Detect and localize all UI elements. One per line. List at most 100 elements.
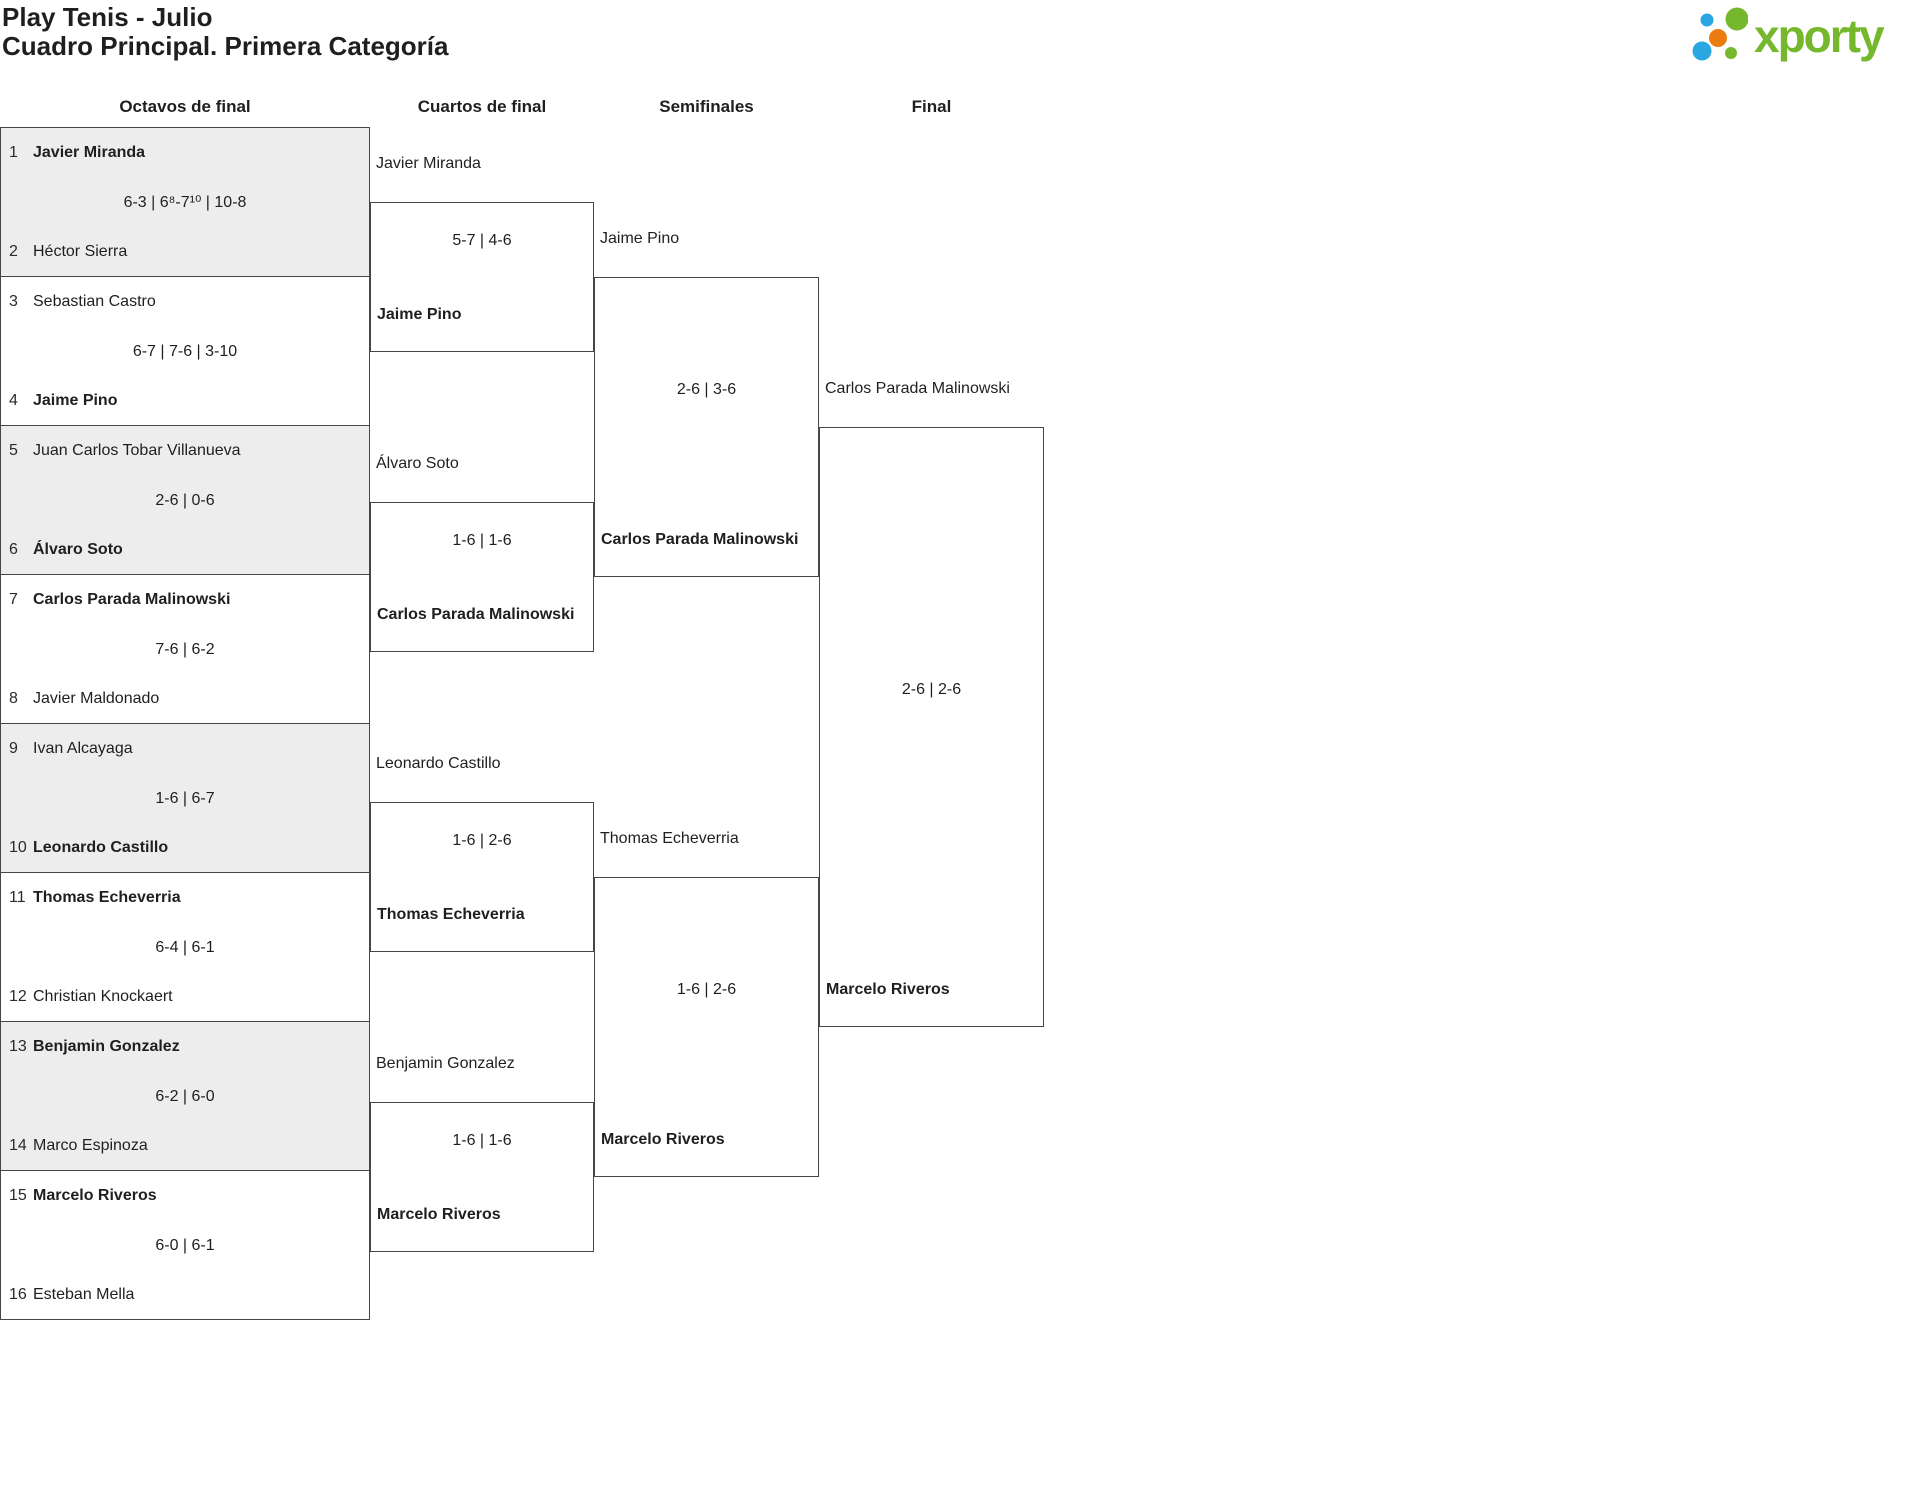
match-score: 6-4 | 6-1 bbox=[155, 938, 215, 956]
player-row: 12 Christian Knockaert bbox=[9, 988, 361, 1006]
seed-number: 12 bbox=[9, 988, 27, 1005]
player-row: 4 Jaime Pino bbox=[9, 392, 361, 410]
player-name: Marcelo Riveros bbox=[33, 1187, 157, 1204]
seed-number: 1 bbox=[9, 144, 18, 161]
match-score: 1-6 | 2-6 bbox=[452, 832, 512, 849]
logo-mark-icon bbox=[1692, 7, 1748, 61]
player-name: Ivan Alcayaga bbox=[33, 740, 133, 757]
r16-match-1: 1 Javier Miranda 6-3 | 6⁸-7¹⁰ | 10-8 2 H… bbox=[0, 127, 370, 277]
match-score: 6-0 | 6-1 bbox=[155, 1236, 215, 1254]
player-name: Sebastian Castro bbox=[33, 293, 156, 310]
seed-number: 14 bbox=[9, 1137, 27, 1154]
r16-match-3: 5 Juan Carlos Tobar Villanueva 2-6 | 0-6… bbox=[0, 425, 370, 575]
seed-number: 16 bbox=[9, 1286, 27, 1303]
seed-number: 13 bbox=[9, 1038, 27, 1055]
seed-number: 5 bbox=[9, 442, 18, 459]
sf-match-1: 2-6 | 3-6 Carlos Parada Malinowski bbox=[594, 277, 819, 577]
match-winner-name: Marcelo Riveros bbox=[377, 1206, 501, 1223]
match-winner-name: Thomas Echeverria bbox=[377, 906, 525, 923]
player-row: 11 Thomas Echeverria bbox=[9, 889, 361, 907]
player-name: Juan Carlos Tobar Villanueva bbox=[33, 442, 241, 459]
r16-match-2: 3 Sebastian Castro 6-7 | 7-6 | 3-10 4 Ja… bbox=[0, 276, 370, 426]
sf-feed-label: Thomas Echeverria bbox=[600, 830, 739, 847]
player-row: 1 Javier Miranda bbox=[9, 144, 361, 162]
match-score: 2-6 | 2-6 bbox=[901, 681, 962, 698]
player-row: 8 Javier Maldonado bbox=[9, 690, 361, 708]
seed-number: 9 bbox=[9, 740, 18, 757]
player-row: 14 Marco Espinoza bbox=[9, 1137, 361, 1155]
seed-number: 3 bbox=[9, 293, 18, 310]
player-name: Christian Knockaert bbox=[33, 988, 173, 1005]
match-score: 1-6 | 1-6 bbox=[452, 1132, 512, 1149]
xporty-logo: xporty bbox=[1686, 2, 1918, 72]
qf-feed-label: Álvaro Soto bbox=[376, 455, 459, 472]
match-score: 2-6 | 0-6 bbox=[155, 491, 215, 509]
match-winner-name: Jaime Pino bbox=[377, 306, 462, 323]
logo-wordmark: xporty bbox=[1754, 10, 1885, 62]
match-winner-name: Carlos Parada Malinowski bbox=[377, 606, 575, 623]
final-match: 2-6 | 2-6 Marcelo Riveros bbox=[819, 427, 1044, 1027]
player-row: 13 Benjamin Gonzalez bbox=[9, 1038, 361, 1056]
qf-match-4: 1-6 | 1-6 Marcelo Riveros bbox=[370, 1102, 594, 1252]
qf-match-3: 1-6 | 2-6 Thomas Echeverria bbox=[370, 802, 594, 952]
seed-number: 2 bbox=[9, 243, 18, 260]
qf-match-2: 1-6 | 1-6 Carlos Parada Malinowski bbox=[370, 502, 594, 652]
player-name: Leonardo Castillo bbox=[33, 839, 169, 856]
round-of-16-column: 1 Javier Miranda 6-3 | 6⁸-7¹⁰ | 10-8 2 H… bbox=[0, 127, 370, 1320]
match-score: 1-6 | 2-6 bbox=[676, 981, 737, 998]
match-score: 6-2 | 6-0 bbox=[155, 1087, 215, 1105]
player-row: 2 Héctor Sierra bbox=[9, 243, 361, 261]
r16-match-8: 15 Marcelo Riveros 6-0 | 6-1 16 Esteban … bbox=[0, 1170, 370, 1320]
seed-number: 4 bbox=[9, 392, 18, 409]
player-name: Esteban Mella bbox=[33, 1286, 135, 1303]
sf-feed-label: Jaime Pino bbox=[600, 230, 680, 247]
r16-match-5: 9 Ivan Alcayaga 1-6 | 6-7 10 Leonardo Ca… bbox=[0, 723, 370, 873]
player-name: Héctor Sierra bbox=[33, 243, 128, 260]
round-header-semifinales: Semifinales bbox=[659, 97, 754, 116]
player-row: 15 Marcelo Riveros bbox=[9, 1187, 361, 1205]
match-score: 2-6 | 3-6 bbox=[676, 381, 737, 398]
round-header-octavos: Octavos de final bbox=[119, 97, 251, 116]
sf-match-2: 1-6 | 2-6 Marcelo Riveros bbox=[594, 877, 819, 1177]
player-name: Jaime Pino bbox=[33, 392, 118, 409]
seed-number: 7 bbox=[9, 591, 18, 608]
player-row: 3 Sebastian Castro bbox=[9, 293, 361, 311]
round-header-cuartos: Cuartos de final bbox=[417, 97, 547, 116]
seed-number: 6 bbox=[9, 541, 18, 558]
player-name: Javier Maldonado bbox=[33, 690, 160, 707]
match-score: 6-7 | 7-6 | 3-10 bbox=[132, 342, 238, 360]
match-score: 7-6 | 6-2 bbox=[155, 640, 215, 658]
seed-number: 8 bbox=[9, 690, 18, 707]
seed-number: 10 bbox=[9, 839, 27, 856]
player-row: 16 Esteban Mella bbox=[9, 1286, 361, 1304]
r16-match-4: 7 Carlos Parada Malinowski 7-6 | 6-2 8 J… bbox=[0, 574, 370, 724]
match-winner-name: Carlos Parada Malinowski bbox=[601, 531, 799, 548]
player-row: 7 Carlos Parada Malinowski bbox=[9, 591, 361, 609]
player-name: Javier Miranda bbox=[33, 144, 146, 161]
round-header-final: Final bbox=[911, 97, 952, 116]
player-name: Álvaro Soto bbox=[33, 541, 123, 558]
player-name: Marco Espinoza bbox=[33, 1137, 148, 1154]
page-title: Play Tenis - Julio bbox=[2, 2, 213, 32]
player-row: 5 Juan Carlos Tobar Villanueva bbox=[9, 442, 361, 460]
player-row: 9 Ivan Alcayaga bbox=[9, 740, 361, 758]
qf-match-1: 5-7 | 4-6 Jaime Pino bbox=[370, 202, 594, 352]
seed-number: 11 bbox=[9, 889, 26, 906]
player-name: Benjamin Gonzalez bbox=[33, 1038, 180, 1055]
match-winner-name: Marcelo Riveros bbox=[601, 1131, 725, 1148]
match-score: 5-7 | 4-6 bbox=[452, 232, 512, 249]
player-row: 6 Álvaro Soto bbox=[9, 541, 361, 559]
qf-feed-label: Leonardo Castillo bbox=[376, 755, 501, 772]
match-score: 6-3 | 6⁸-7¹⁰ | 10-8 bbox=[123, 193, 247, 211]
r16-match-6: 11 Thomas Echeverria 6-4 | 6-1 12 Christ… bbox=[0, 872, 370, 1022]
final-feed-label: Carlos Parada Malinowski bbox=[825, 380, 1010, 397]
player-name: Thomas Echeverria bbox=[33, 889, 181, 906]
player-name: Carlos Parada Malinowski bbox=[33, 591, 231, 608]
seed-number: 15 bbox=[9, 1187, 27, 1204]
page-subtitle: Cuadro Principal. Primera Categoría bbox=[2, 31, 449, 61]
tournament-winner-name: Marcelo Riveros bbox=[826, 981, 950, 998]
player-row: 10 Leonardo Castillo bbox=[9, 839, 361, 857]
qf-feed-label: Javier Miranda bbox=[376, 155, 481, 172]
match-score: 1-6 | 1-6 bbox=[452, 532, 512, 549]
r16-match-7: 13 Benjamin Gonzalez 6-2 | 6-0 14 Marco … bbox=[0, 1021, 370, 1171]
